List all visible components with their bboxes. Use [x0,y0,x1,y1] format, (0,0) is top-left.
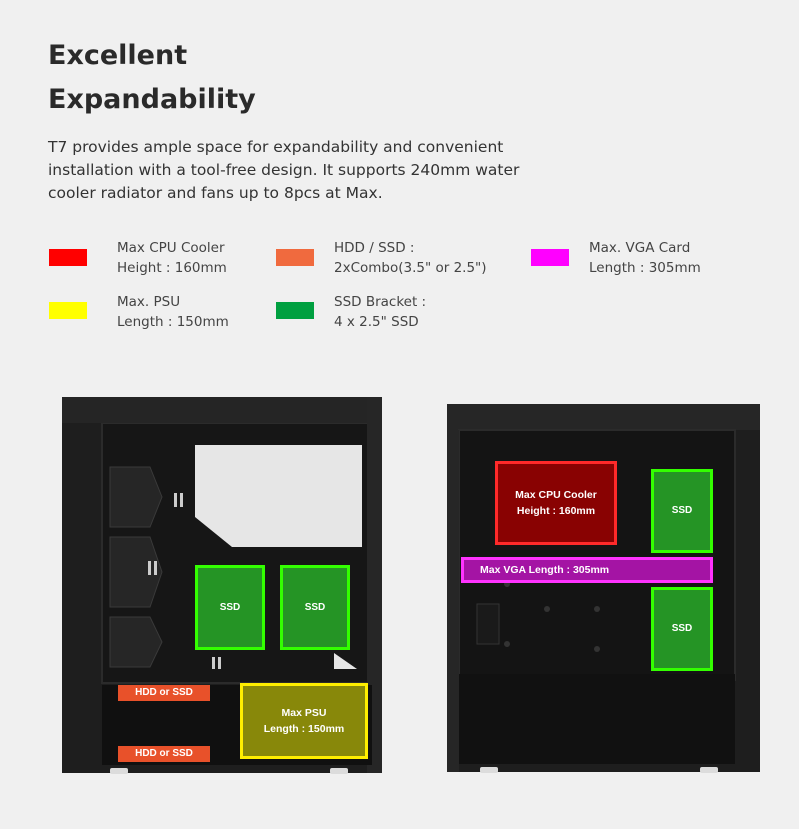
legend-swatch-ssd-bracket [276,302,314,319]
legend-text-vga: Max. VGA Card Length : 305mm [589,240,701,276]
description-line-3: cooler radiator and fans up to 8pcs at M… [48,184,383,202]
right-case-structure [447,404,760,772]
legend-swatch-vga [531,249,569,266]
left-case-foot-2 [330,768,348,774]
left-case-image: SSD SSD HDD or SSD HDD or SSD Max PSU Le… [62,397,382,773]
legend-text-hdd: HDD / SSD : 2xCombo(3.5" or 2.5") [334,240,487,276]
title-line-2: Expandability [48,84,256,115]
description-line-1: T7 provides ample space for expandabilit… [48,138,504,156]
right-case-foot-1 [480,767,498,773]
legend-text-cpu: Max CPU Cooler Height : 160mm [117,240,227,276]
left-psu-box: Max PSU Length : 150mm [240,683,368,759]
right-cpu-cooler-box: Max CPU Cooler Height : 160mm [495,461,617,545]
left-hdd-label-top: HDD or SSD [118,685,210,701]
right-ssd-box-bottom: SSD [651,587,713,671]
right-case-foot-2 [700,767,718,773]
title-line-1: Excellent [48,40,188,71]
description: T7 provides ample space for expandabilit… [48,136,608,205]
left-case-foot-1 [110,768,128,774]
left-hdd-label-bottom: HDD or SSD [118,746,210,762]
right-case-image: Max CPU Cooler Height : 160mm SSD Max VG… [447,404,760,772]
legend-swatch-cpu [49,249,87,266]
description-line-2: installation with a tool-free design. It… [48,161,520,179]
legend-text-ssd-bracket: SSD Bracket : 4 x 2.5" SSD [334,294,427,330]
legend-swatch-psu [49,302,87,319]
page-title: Excellent Expandability [48,34,256,122]
legend-text-psu: Max. PSU Length : 150mm [117,294,229,330]
right-vga-box: Max VGA Length : 305mm [461,557,713,583]
right-ssd-box-top: SSD [651,469,713,553]
legend-swatch-hdd [276,249,314,266]
left-ssd-box-1: SSD [195,565,265,650]
left-ssd-box-2: SSD [280,565,350,650]
